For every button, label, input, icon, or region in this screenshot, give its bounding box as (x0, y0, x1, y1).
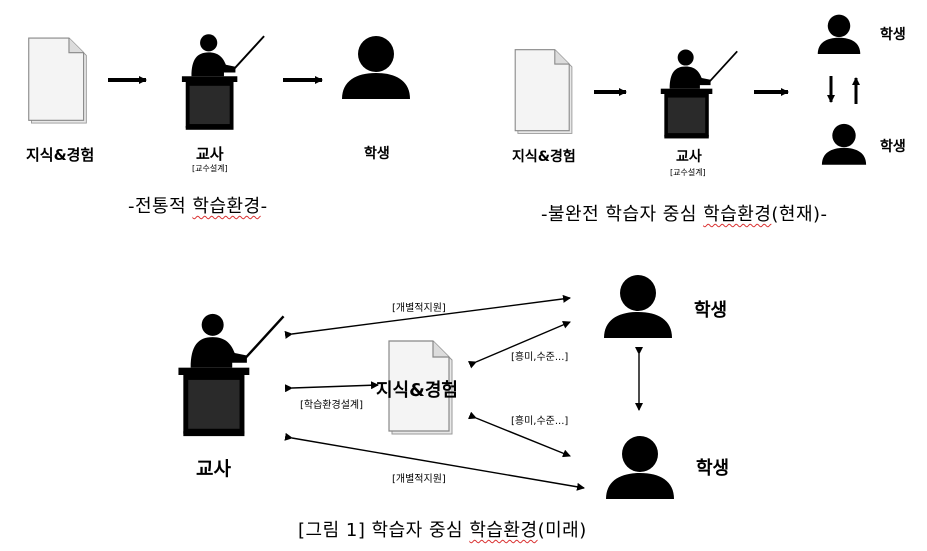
teacher-icon (659, 48, 739, 140)
student-bottom-icon (821, 123, 867, 165)
tag-interest-level-bottom: [흥미,수준...] (511, 416, 569, 427)
tag-interest-level-top: [흥미,수준...] (511, 352, 569, 363)
student-bottom-icon (606, 436, 674, 499)
knowledge-label: 지식&경험 (26, 146, 95, 164)
teacher-icon (177, 312, 285, 438)
teacher-icon (180, 34, 266, 130)
knowledge-label: 지식&경험 (376, 380, 458, 401)
caption-text: -불완전 학습자 중심 (541, 204, 704, 225)
tag-individual-support-bottom: [개별적지원] (392, 474, 446, 485)
student-label: 학생 (364, 146, 390, 162)
teacher-label: 교사 (196, 145, 224, 163)
caption-underlined: 학습환경 (192, 196, 261, 217)
knowledge-doc-icon (28, 37, 87, 124)
student-top-icon (604, 275, 672, 338)
student-top-icon (817, 14, 861, 54)
student-bottom-label: 학생 (880, 139, 906, 155)
caption-underlined: 학습환경 (469, 520, 538, 541)
student-bottom-label: 학생 (696, 458, 730, 479)
arrow-teacher-knowledge (284, 381, 379, 393)
teacher-sub-label: [교수설계] (192, 164, 228, 173)
arrow-teacher-student-top (284, 294, 571, 339)
caption-text: [그림 1] 학습자 중심 (298, 520, 470, 541)
student-top-label: 학생 (880, 27, 906, 43)
caption-suffix: (현재)- (771, 204, 828, 225)
caption-current: -불완전 학습자 중심 학습환경(현재)- (541, 200, 828, 226)
teacher-label: 교사 (676, 149, 702, 165)
caption-suffix: - (260, 196, 268, 217)
student-top-label: 학생 (694, 300, 728, 321)
knowledge-label: 지식&경험 (512, 149, 576, 165)
tag-env-design: [학습환경설계] (300, 400, 364, 411)
student-icon (342, 36, 410, 99)
tag-individual-support-top: [개별적지원] (392, 303, 446, 314)
arrow-teacher-student-bottom (284, 432, 585, 491)
knowledge-doc-icon (514, 49, 573, 134)
caption-underlined: 학습환경 (703, 204, 772, 225)
arrow-knowledge-student-top (467, 321, 571, 369)
caption-text: -전통적 (128, 196, 193, 217)
caption-figure-1: [그림 1] 학습자 중심 학습환경(미래) (298, 516, 587, 542)
teacher-sub-label: [교수설계] (670, 168, 706, 177)
teacher-label: 교사 (196, 458, 231, 480)
caption-suffix: (미래) (537, 520, 587, 541)
caption-traditional: -전통적 학습환경- (128, 192, 268, 218)
